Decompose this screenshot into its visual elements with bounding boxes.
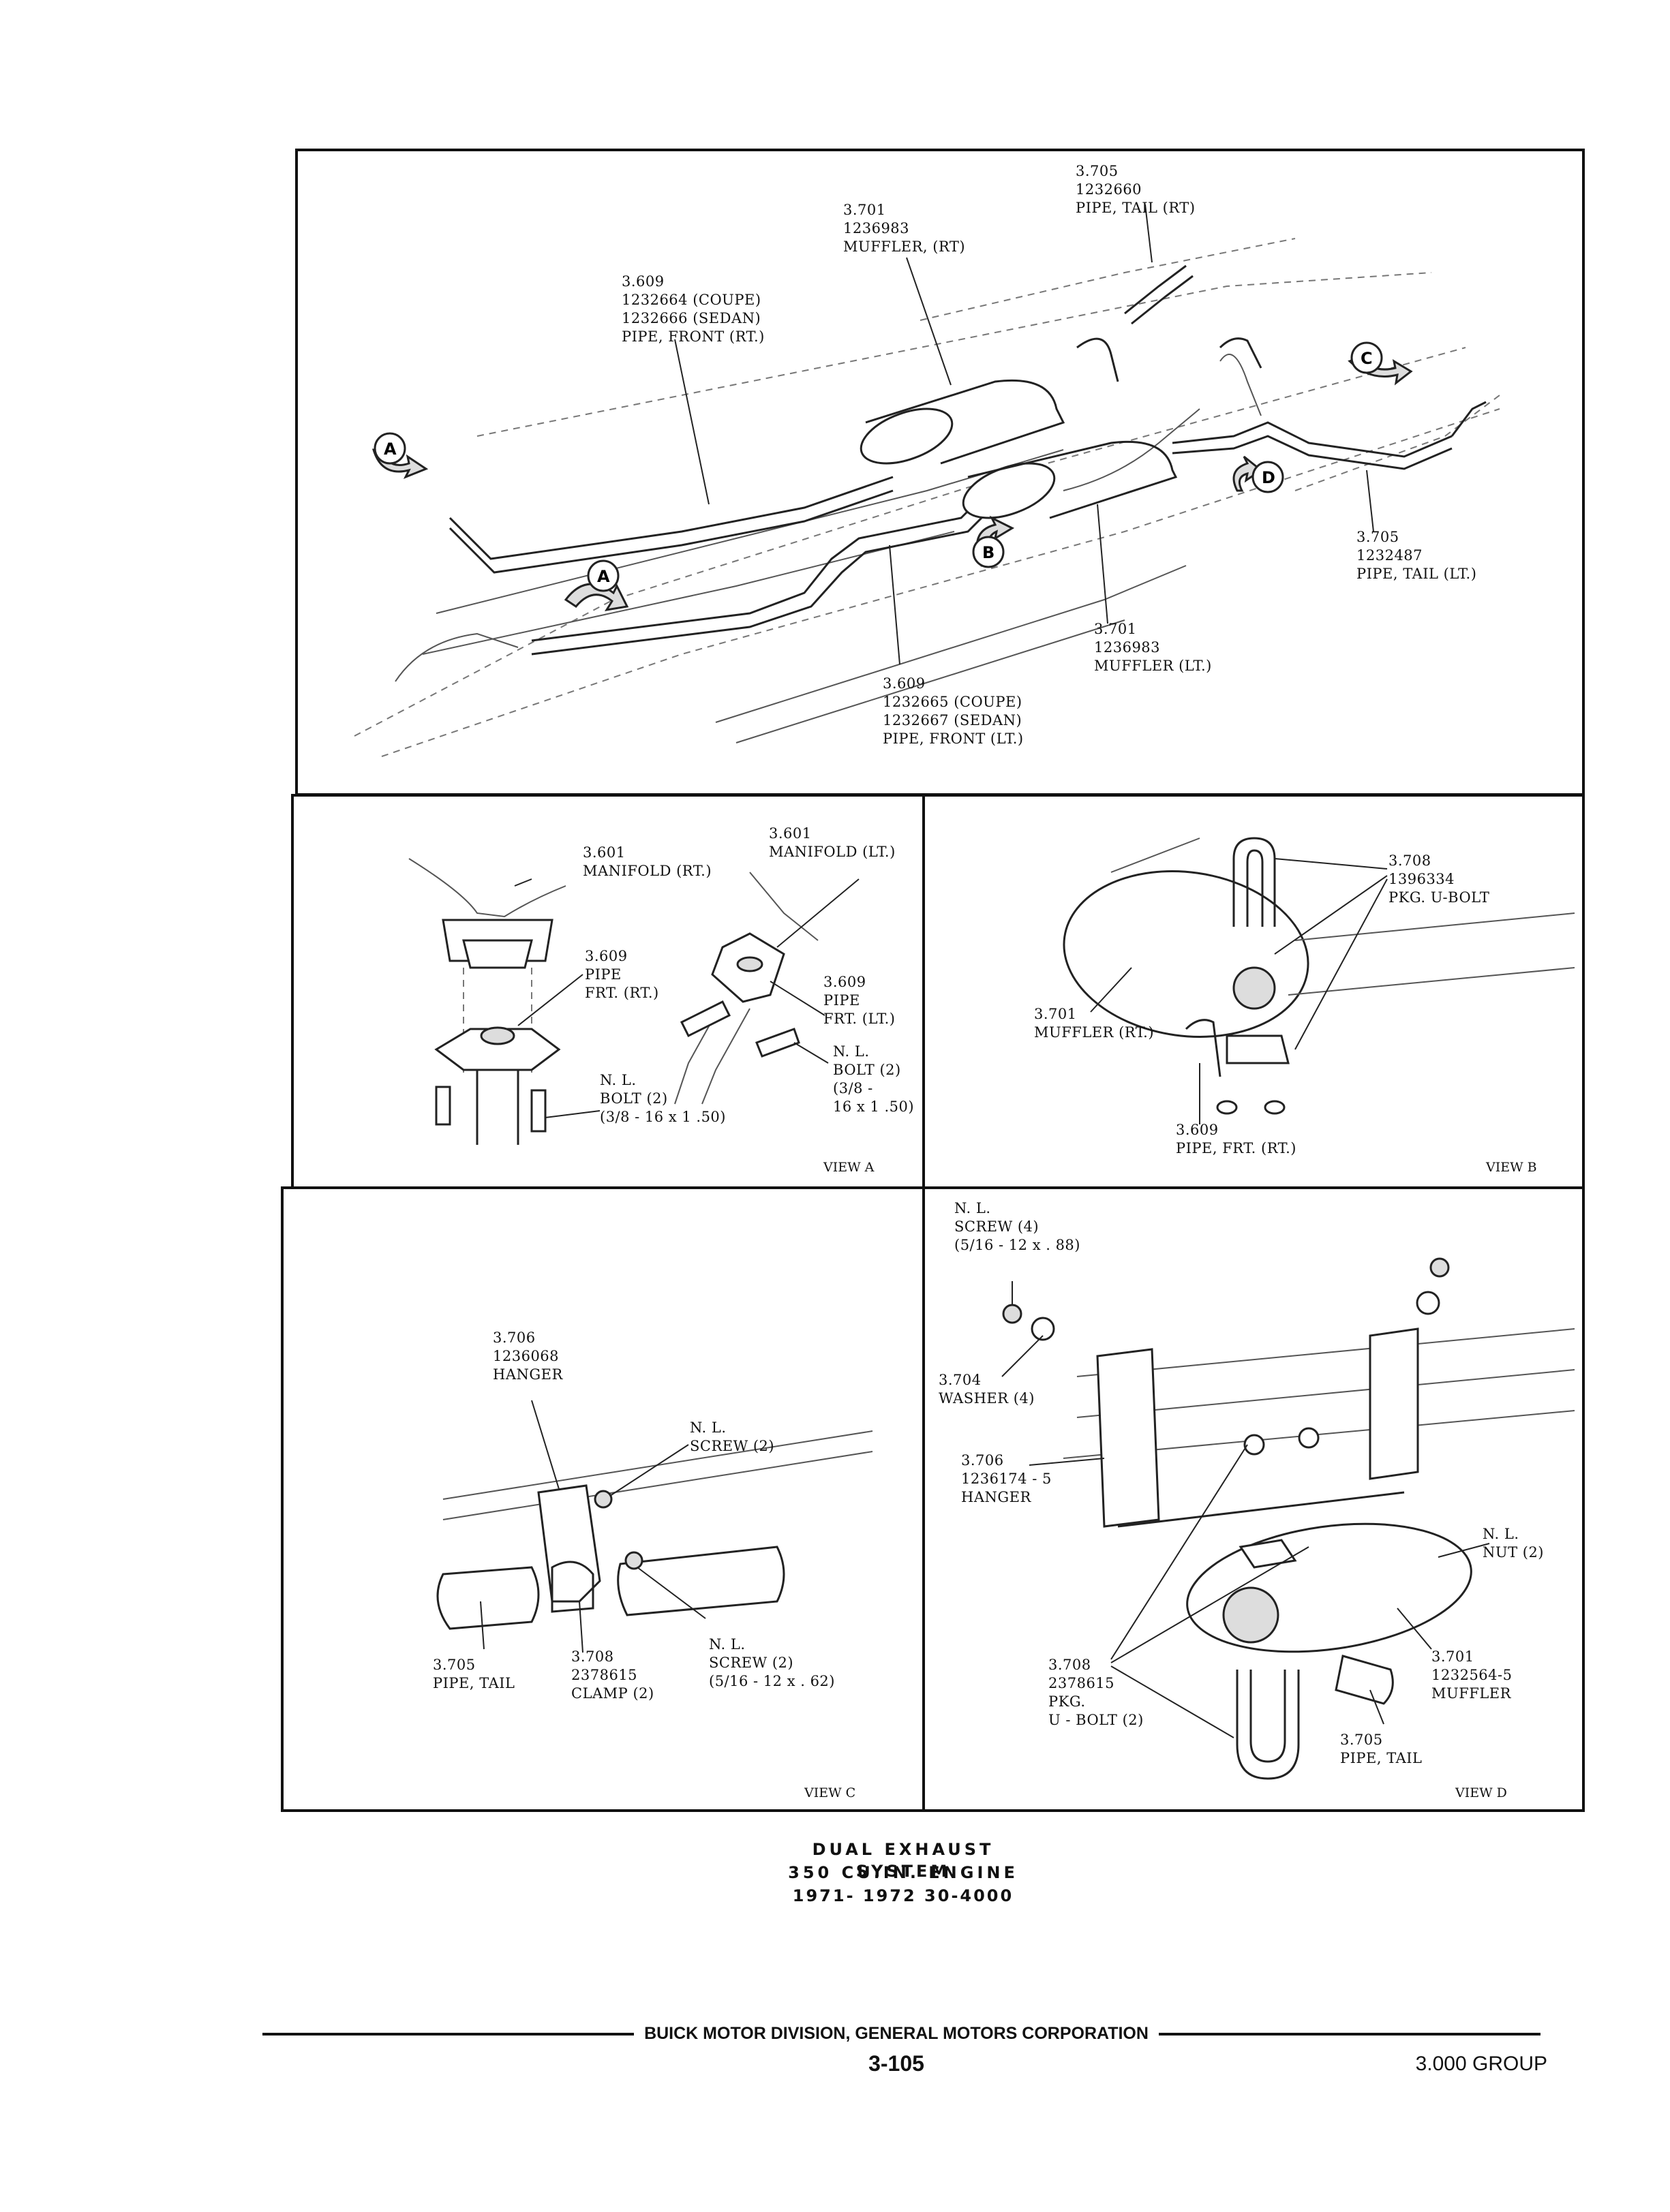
- muffler-rt-body: [865, 379, 1065, 465]
- svg-text:C: C: [1361, 349, 1373, 368]
- label-screw-c: N. L.SCREW (2): [690, 1419, 775, 1454]
- svg-text:B: B: [982, 543, 995, 562]
- svg-text:D: D: [1262, 468, 1275, 487]
- view-c-drawing: [436, 1400, 873, 1653]
- figure-caption-line3: 1971- 1972 30-4000: [792, 1886, 1014, 1905]
- muffler-rt-shape: [860, 408, 954, 465]
- callout-c-icon: C: [1348, 341, 1413, 386]
- callout-d-icon: D: [1232, 455, 1284, 493]
- view-a-drawing: [408, 858, 860, 1145]
- view-b-drawing: [1063, 837, 1575, 1124]
- view-d-drawing: [1001, 1257, 1575, 1780]
- view-d-frame: [922, 1186, 1585, 1812]
- top-leader-lines: [674, 204, 1374, 665]
- view-a-caption: VIEW A: [823, 1160, 875, 1175]
- callout-a2-icon: A: [564, 559, 629, 612]
- exhaust-pipes: [449, 264, 1487, 656]
- footer-division: BUICK MOTOR DIVISION, GENERAL MOTORS COR…: [644, 2024, 1149, 2043]
- label-screw-d: N. L.SCREW (4)(5/16 - 12 x . 88): [954, 1200, 1080, 1253]
- muffler-lt-shape: [962, 462, 1056, 519]
- footer-page-number: 3-105: [868, 2051, 924, 2076]
- label-bolt-lt: N. L.BOLT (2)(3/8 -16 x 1 .50): [833, 1043, 915, 1115]
- muffler-lt-body: [967, 440, 1178, 519]
- svg-text:A: A: [597, 567, 610, 586]
- figure-caption-line1: DUAL EXHAUST SYSTEM: [812, 1840, 995, 1881]
- view-d-caption: VIEW D: [1455, 1785, 1507, 1800]
- callout-a-icon: A: [371, 432, 429, 479]
- label-bolt-rt: N. L.BOLT (2)(3/8 - 16 x 1 .50): [600, 1072, 726, 1125]
- footer-group: 3.000 GROUP: [1415, 2053, 1547, 2075]
- label-nut-d: N. L.NUT (2): [1483, 1526, 1545, 1561]
- callout-b-icon: B: [972, 515, 1015, 568]
- view-c-caption: VIEW C: [804, 1785, 856, 1800]
- figure-caption-line2: 350 CU.IN. ENGINE: [788, 1863, 1018, 1882]
- label-screw-c2: N. L.SCREW (2)(5/16 - 12 x . 62): [709, 1636, 835, 1689]
- view-b-caption: VIEW B: [1486, 1160, 1537, 1175]
- svg-text:A: A: [384, 440, 397, 459]
